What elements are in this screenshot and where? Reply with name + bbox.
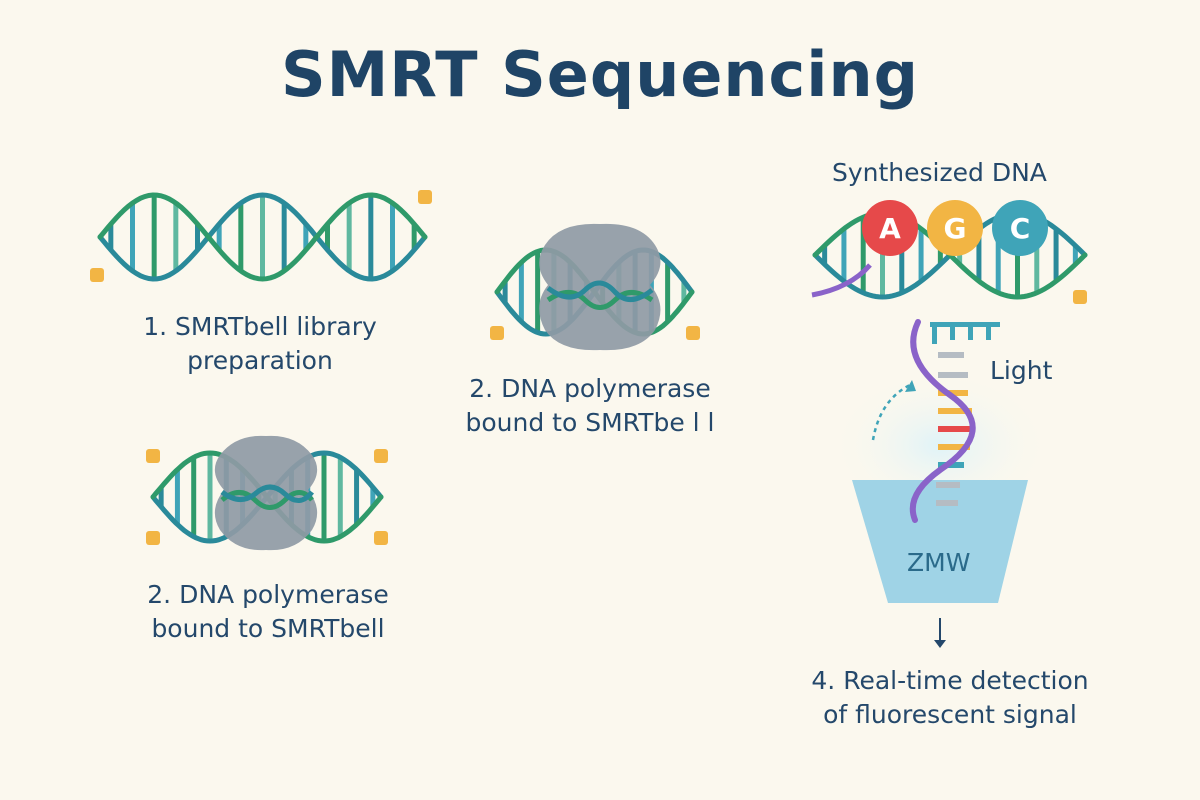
caption-line: bound to SMRTbell [151, 614, 385, 643]
caption-polymerase-bottom: 2. DNA polymerase bound to SMRTbell [108, 578, 428, 646]
polymerase-icon [214, 435, 318, 551]
caption-line: preparation [187, 346, 333, 375]
smrtbell-helix-1 [97, 192, 428, 282]
adapter-cap-icon [490, 326, 504, 340]
polymerase-icon [539, 223, 661, 351]
light-label: Light [990, 356, 1053, 385]
base-c-circle [992, 200, 1048, 256]
dna-strand-through-polymerase [220, 484, 314, 503]
adapter-cap-icon [146, 531, 160, 545]
base-c-letter: C [1010, 212, 1031, 245]
caption-polymerase-top: 2. DNA polymerase bound to SMRTbe l l [430, 372, 750, 440]
caption-line: bound to SMRTbe l l [465, 408, 715, 437]
adapter-cap-icon [374, 531, 388, 545]
top-comb [930, 322, 1000, 344]
base-a-circle [862, 200, 918, 256]
adapter-cap-icon [90, 268, 104, 282]
adapter-cap-icon [418, 190, 432, 204]
adapter-cap-icon [1073, 290, 1087, 304]
caption-line: 2. DNA polymerase [147, 580, 389, 609]
adapter-cap-icon [374, 449, 388, 463]
zmw-well [852, 480, 1028, 603]
zmw-label: ZMW [907, 548, 971, 577]
light-arrow-head [905, 380, 916, 392]
base-a-letter: A [879, 212, 901, 245]
purple-polymerase-strand [909, 319, 976, 523]
caption-line: 4. Real-time detection [811, 666, 1089, 695]
dna-backbone [97, 192, 428, 282]
caption-line: 1. SMRTbell library [143, 312, 377, 341]
dna-strand-through-polymerase [546, 290, 654, 310]
caption-line: of fluorescent signal [823, 700, 1077, 729]
page-title: SMRT Sequencing [280, 38, 920, 111]
base-g-letter: G [944, 212, 967, 245]
caption-line: 2. DNA polymerase [469, 374, 711, 403]
dna-strand-through-polymerase [220, 490, 314, 510]
adapter-cap-icon [686, 326, 700, 340]
base-g-circle [927, 200, 983, 256]
adapter-cap-icon [146, 449, 160, 463]
caption-library-prep: 1. SMRTbell library preparation [100, 310, 420, 378]
purple-strand [811, 263, 872, 298]
dna-backbone [97, 192, 428, 282]
down-arrow-head [934, 640, 946, 648]
synthesized-dna-label: Synthesized DNA [832, 158, 1047, 187]
dna-strand-through-polymerase [546, 280, 654, 302]
caption-detection: 4. Real-time detection of fluorescent si… [790, 664, 1110, 732]
